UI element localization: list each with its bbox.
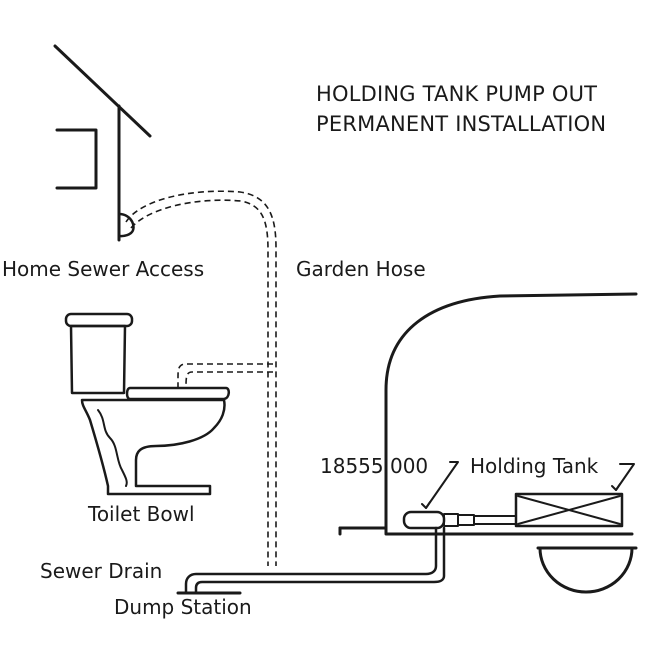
title-line-2: PERMANENT INSTALLATION — [316, 112, 606, 136]
home-sewer-access-fitting — [117, 212, 135, 238]
label-part-number: 18555 000 — [320, 454, 428, 478]
label-holding-tank: Holding Tank — [470, 454, 599, 478]
pump-assembly — [402, 492, 624, 530]
part-number-leader — [425, 461, 459, 509]
toilet-bowl — [64, 312, 230, 496]
pump-unit — [402, 510, 446, 530]
label-sewer-drain: Sewer Drain — [40, 559, 162, 583]
label-dump-station: Dump Station — [114, 595, 252, 619]
house-outline — [53, 44, 152, 242]
label-garden-hose: Garden Hose — [296, 257, 426, 281]
title-line-1: HOLDING TANK PUMP OUT — [316, 82, 597, 106]
rv-outline — [338, 292, 638, 594]
garden-hose — [125, 190, 277, 566]
label-home-sewer-access: Home Sewer Access — [2, 257, 204, 281]
holding-tank-leader — [615, 463, 635, 491]
discharge-line — [184, 526, 446, 594]
leader-lines — [421, 461, 635, 509]
holding-tank-box — [514, 492, 624, 528]
label-toilet-bowl: Toilet Bowl — [87, 502, 195, 526]
rv-wheel — [538, 546, 634, 594]
